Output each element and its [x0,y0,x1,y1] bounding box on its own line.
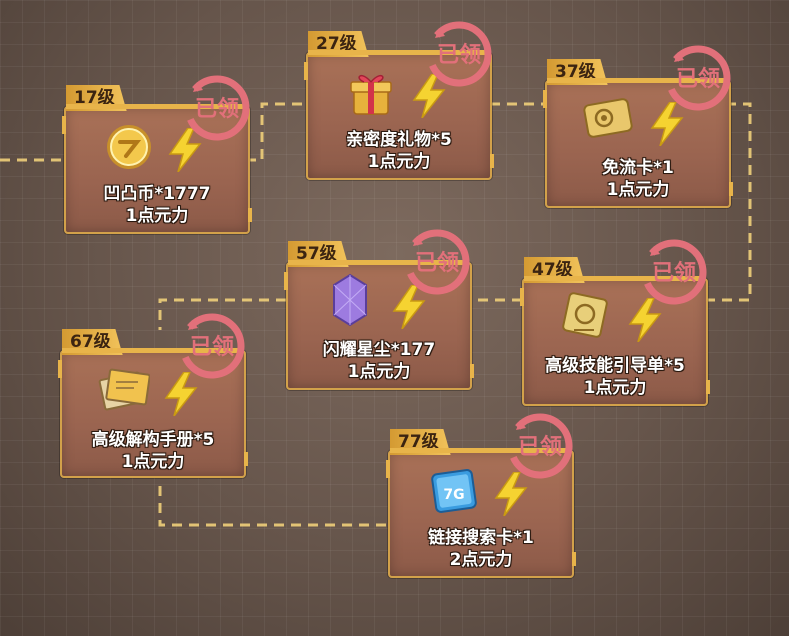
claimed-stamp-text: 已领 [190,334,234,360]
tab-rail [308,50,486,55]
reward-item-label: 亲密度礼物*5 [346,130,452,150]
claimed-stamp-icon: 已领 [665,45,731,111]
claimed-stamp-icon: 已领 [507,413,573,479]
claimed-stamp-icon: 已领 [184,75,250,141]
reward-cost-label: 1点元力 [583,378,647,398]
stardust-crystal-icon [333,273,367,327]
reward-cost-label: 1点元力 [347,362,411,382]
claimed-stamp-text: 已领 [676,66,720,92]
tab-rail [288,260,466,265]
lightning-bolt-icon [650,102,684,146]
claimed-stamp-icon: 已领 [641,239,707,305]
data-card-icon [583,98,633,138]
claimed-stamp-text: 已领 [437,42,481,68]
reward-item-label: 链接搜索卡*1 [428,528,534,548]
reward-card-17[interactable]: 凹凸币*1777 1点元力 [62,106,252,234]
reward-cost-label: 2点元力 [449,550,513,570]
gift-box-icon [350,74,392,115]
link-search-card-icon: 7G [431,469,477,513]
claimed-stamp-text: 已领 [652,260,696,286]
claimed-stamp-icon: 已领 [426,21,492,87]
reward-item-label: 高级技能引导单*5 [545,356,685,376]
reward-cost-label: 1点元力 [125,206,189,226]
reward-cost-label: 1点元力 [606,180,670,200]
reward-cost-label: 1点元力 [121,452,185,472]
claimed-stamp-icon: 已领 [404,229,470,295]
claimed-stamp-icon: 已领 [179,313,245,379]
lightning-bolt-icon [392,285,426,329]
lightning-bolt-icon [168,128,202,172]
reward-item-label: 凹凸币*1777 [103,184,211,204]
coin-icon [107,125,151,169]
reward-card-27[interactable]: 亲密度礼物*5 1点元力 [304,52,494,180]
claimed-stamp-text: 已领 [195,96,239,122]
reward-item-label: 高级解构手册*5 [91,430,215,450]
reward-cost-label: 1点元力 [367,152,431,172]
tab-rail [62,348,240,353]
reward-item-label: 免流卡*1 [602,158,674,178]
claimed-stamp-text: 已领 [518,434,562,460]
tab-rail [524,276,702,281]
lightning-bolt-icon [164,372,198,416]
lightning-bolt-icon [628,298,662,342]
reward-item-label: 闪耀星尘*177 [322,340,436,360]
lightning-bolt-icon [494,472,528,516]
manual-book-icon [98,368,150,411]
svg-text:7G: 7G [443,487,464,503]
skill-guide-icon [562,292,608,338]
tab-rail [390,448,568,453]
reward-card-57[interactable]: 闪耀星尘*177 1点元力 [284,262,474,390]
claimed-stamp-text: 已领 [415,250,459,276]
tab-rail [66,104,244,109]
tab-rail [547,78,725,83]
